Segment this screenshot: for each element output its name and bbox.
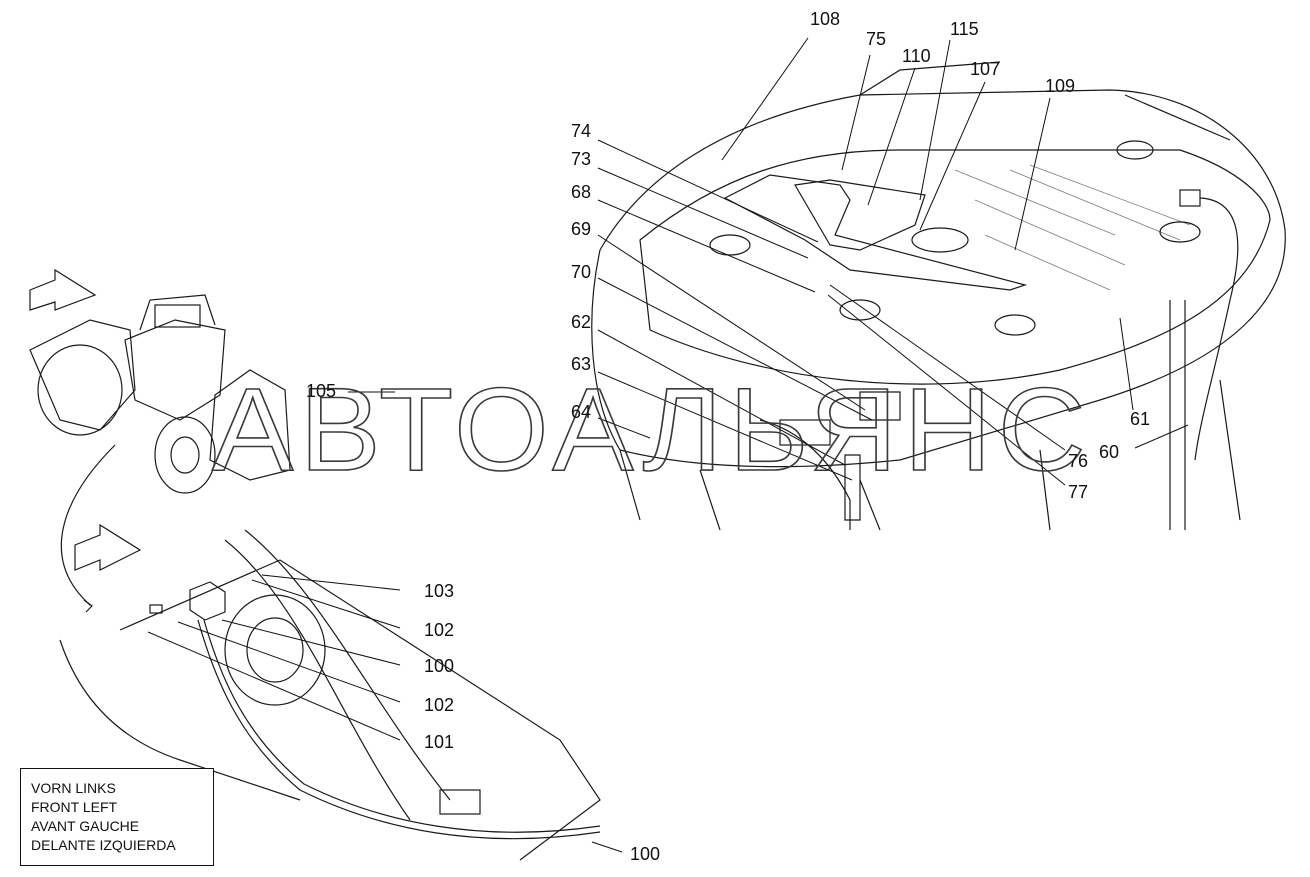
legend-line-spanish: DELANTE IZQUIERDA: [31, 837, 176, 853]
part-label-73: 73: [571, 149, 591, 169]
part-label-76: 76: [1068, 451, 1088, 471]
watermark-text: АВТОАЛЬЯНС: [212, 364, 1092, 496]
part-label-115: 115: [950, 19, 979, 39]
legend-line-german: VORN LINKS: [31, 780, 116, 796]
part-label-102-upper: 102: [424, 620, 454, 640]
legend-line-english: FRONT LEFT: [31, 799, 118, 815]
roller-machine-drawing: [29, 268, 291, 494]
orientation-legend: VORN LINKS FRONT LEFT AVANT GAUCHE DELAN…: [20, 768, 214, 866]
detail-pointer-arrow: [60, 444, 116, 606]
part-label-61: 61: [1130, 409, 1150, 429]
leader-lines: [147, 37, 1189, 853]
part-label-63: 63: [571, 354, 591, 374]
part-label-109: 109: [1045, 76, 1075, 96]
part-label-101: 101: [424, 732, 454, 752]
part-labels: 108 75 110 115 107 109 74 73 68 69 70 62…: [306, 9, 1150, 864]
legend-line-french: AVANT GAUCHE: [31, 818, 140, 834]
part-label-100-upper: 100: [424, 656, 454, 676]
part-label-74: 74: [571, 121, 591, 141]
part-label-105: 105: [306, 381, 336, 401]
part-label-77: 77: [1068, 482, 1088, 502]
part-label-75: 75: [866, 29, 886, 49]
part-label-110: 110: [902, 46, 931, 66]
part-label-64: 64: [571, 402, 591, 422]
front-left-detail-drawing: [59, 523, 601, 861]
part-label-62: 62: [571, 312, 591, 332]
part-label-108: 108: [810, 9, 840, 29]
part-label-69: 69: [571, 219, 591, 239]
part-label-70: 70: [571, 262, 591, 282]
part-label-107: 107: [970, 59, 1000, 79]
part-label-100-lower: 100: [630, 844, 660, 864]
part-label-102-lower: 102: [424, 695, 454, 715]
part-label-103: 103: [424, 581, 454, 601]
part-label-68: 68: [571, 182, 591, 202]
part-label-60: 60: [1099, 442, 1119, 462]
cab-roof-drawing: [591, 61, 1286, 531]
